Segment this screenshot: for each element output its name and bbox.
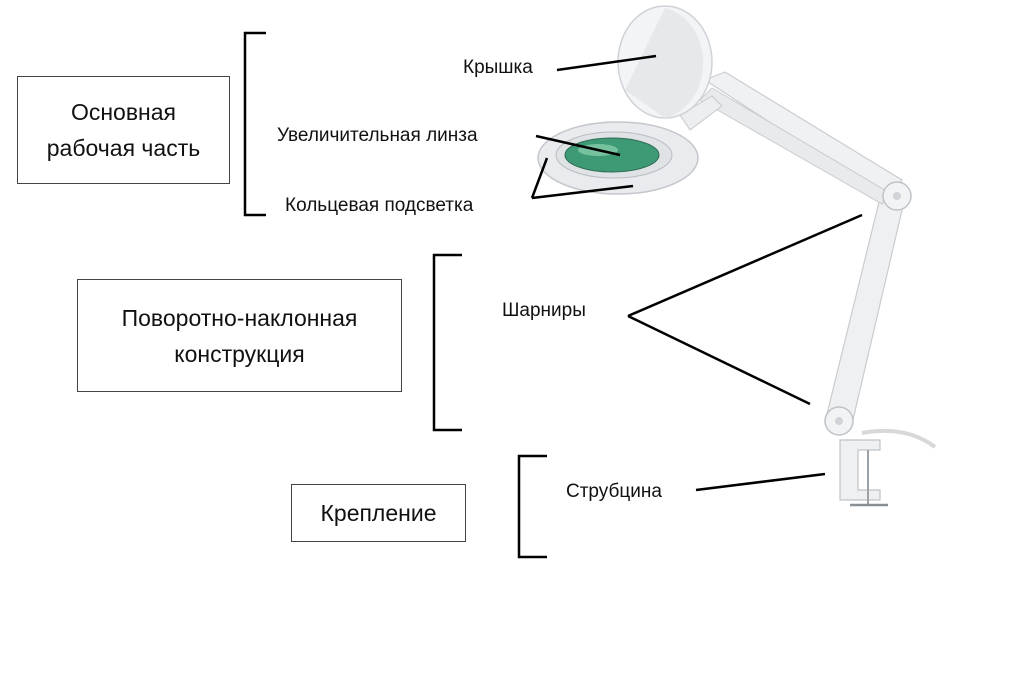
part-label-cover: Крышка: [463, 57, 533, 78]
upper-hinge-center: [893, 192, 901, 200]
group-work-part-label: Основная рабочая часть: [46, 99, 201, 161]
leader-ring-light-1: [530, 157, 549, 199]
lower-hinge-center: [835, 417, 843, 425]
leader-cover: [556, 54, 657, 72]
group-mount-label: Крепление: [320, 500, 437, 526]
leader-ring-light-2: [531, 184, 634, 200]
leader-lens: [535, 134, 621, 157]
group-swivel-box: Поворотно-наклонная конструкция: [77, 279, 402, 392]
power-cord: [861, 429, 937, 449]
brackets: [243, 31, 547, 559]
part-label-ring-light: Кольцевая подсветка: [285, 195, 474, 216]
leader-lines: [530, 54, 863, 492]
lower-arm: [825, 197, 904, 425]
group-work-part-box: Основная рабочая часть: [17, 76, 230, 184]
upper-arm: [703, 71, 903, 201]
group-swivel-label: Поворотно-наклонная конструкция: [121, 304, 358, 367]
leader-hinge-lower: [627, 314, 811, 406]
part-label-clamp: Струбцина: [566, 481, 662, 502]
bracket-mount: [517, 454, 547, 559]
part-label-lens: Увеличительная линза: [277, 125, 478, 146]
leader-hinge-upper: [627, 213, 863, 318]
group-mount-box: Крепление: [291, 484, 466, 542]
leader-clamp: [695, 472, 826, 492]
clamp-body: [839, 439, 881, 501]
part-label-hinges: Шарниры: [502, 300, 586, 321]
bracket-swivel: [432, 253, 462, 432]
cover-lid-shade: [625, 8, 704, 118]
magnifier-lens: [564, 137, 660, 173]
lamp-neck: [679, 95, 723, 131]
lamp-illustration: [537, 5, 937, 507]
upper-arm-rail: [699, 87, 889, 205]
bracket-work-part: [243, 31, 266, 217]
